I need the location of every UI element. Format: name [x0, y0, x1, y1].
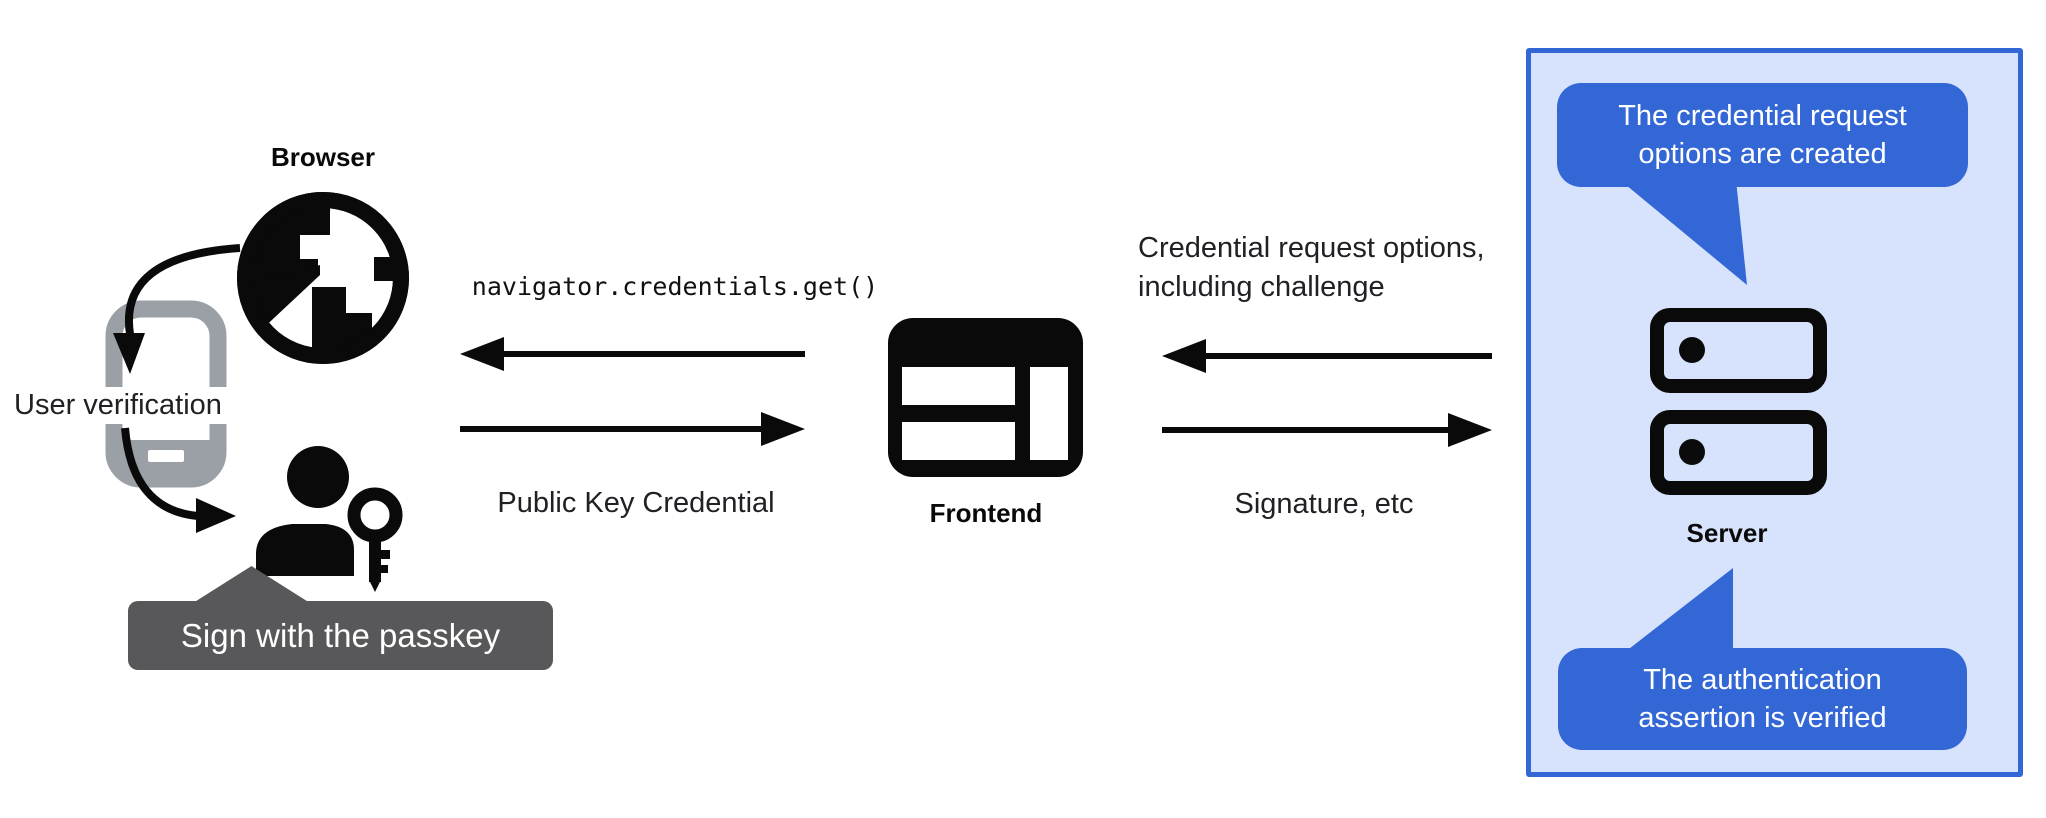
public-key-credential-label: Public Key Credential	[497, 487, 775, 519]
arrow-left-credential-request	[1162, 339, 1492, 373]
curved-arrow-phone-to-person	[121, 427, 199, 520]
browser-label: Browser	[270, 142, 376, 172]
person-key-icon	[256, 446, 403, 592]
arrowhead-down-icon	[113, 333, 145, 374]
browser-window-icon	[888, 318, 1083, 477]
callout-assertion-verified-line2: assertion is verified	[1638, 702, 1887, 734]
arrow-right-public-key	[460, 412, 805, 446]
callout-tail-top	[1620, 180, 1747, 285]
signature-label: Signature, etc	[1234, 488, 1414, 520]
arrowhead-right-icon	[196, 498, 236, 533]
callout-request-created-line2: options are created	[1638, 138, 1887, 170]
callout-assertion-verified: The authentication assertion is verified	[1558, 648, 1967, 750]
credential-request-line1: Credential request options,	[1138, 232, 1485, 264]
server-racks-icon	[1650, 308, 1827, 495]
passkey-tooltip: Sign with the passkey	[128, 601, 553, 670]
callout-assertion-verified-line1: The authentication	[1643, 664, 1882, 696]
frontend-label: Frontend	[929, 498, 1043, 528]
callout-request-created-line1: The credential request	[1618, 100, 1907, 132]
credential-request-label: Credential request options, including ch…	[1138, 229, 1528, 307]
globe-icon	[237, 192, 409, 364]
curved-arrows	[113, 244, 241, 533]
callout-tail-bottom	[1625, 568, 1733, 652]
callout-request-created: The credential request options are creat…	[1557, 83, 1968, 187]
arrow-left-get	[460, 337, 805, 371]
passkey-tooltip-label: Sign with the passkey	[180, 616, 501, 654]
arrow-right-signature	[1162, 413, 1492, 447]
navigator-call-label: navigator.credentials.get()	[471, 272, 879, 301]
user-verification-label: User verification	[8, 387, 228, 424]
server-label: Server	[1686, 518, 1768, 548]
curved-arrow-globe-to-phone	[124, 244, 241, 335]
credential-request-line2: including challenge	[1138, 271, 1385, 303]
